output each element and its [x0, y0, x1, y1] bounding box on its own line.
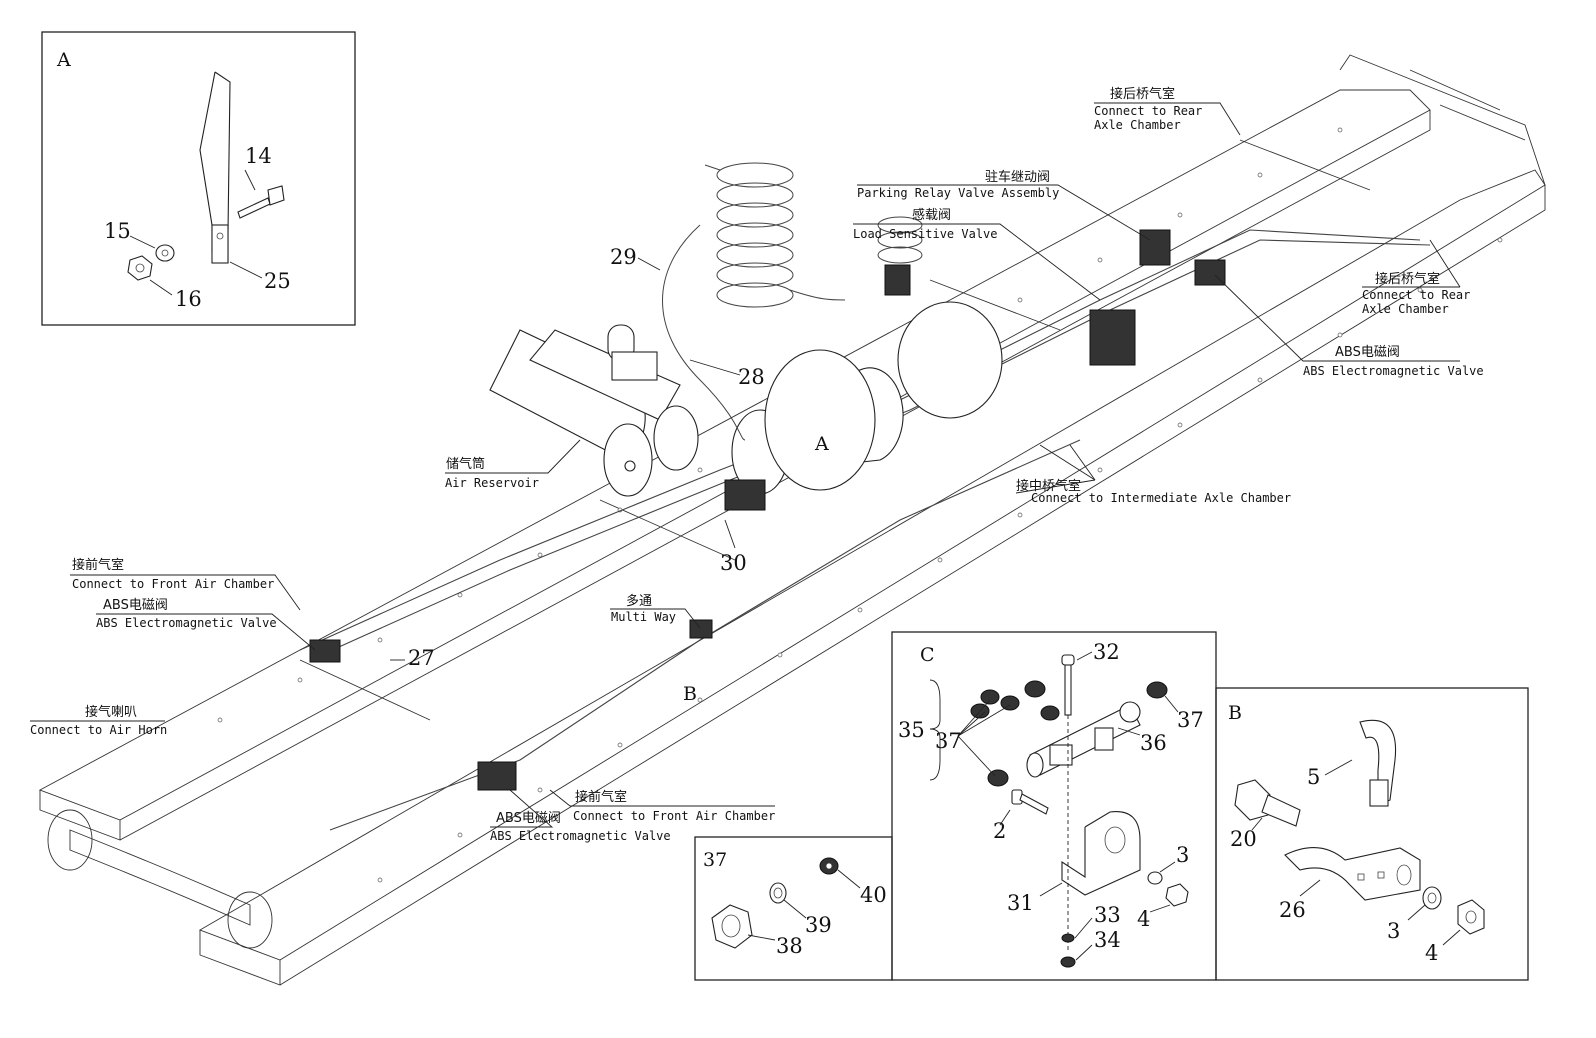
part-number-40: 40	[860, 883, 887, 907]
part-number-3-b: 3	[1387, 919, 1400, 943]
callout-abs-right-zh: ABS电磁阀	[1335, 345, 1400, 360]
part-number-30: 30	[720, 551, 747, 575]
callout-front-chamber-bottom-zh: 接前气室	[575, 789, 627, 805]
callouts: 接后桥气室 Connect to Rear Axle Chamber 驻车继动阀…	[30, 86, 1484, 843]
part-number-16: 16	[175, 287, 202, 311]
part-number-4-c: 4	[1137, 907, 1150, 931]
part-number-15: 15	[104, 219, 131, 243]
view-marker-b: B	[683, 683, 697, 705]
callout-air-horn-en: Connect to Air Horn	[30, 723, 167, 737]
part-number-37-right: 37	[1177, 708, 1204, 732]
part-number-2: 2	[993, 819, 1006, 843]
detail-box-a: A 14 15 16 25	[41, 31, 356, 326]
callout-abs-bottom-zh: ABS电磁阀	[496, 811, 561, 826]
part-number-20: 20	[1230, 827, 1257, 851]
callout-rear-axle-right-en2: Axle Chamber	[1362, 302, 1449, 316]
callout-rear-axle-top-en2: Axle Chamber	[1094, 118, 1181, 132]
callout-rear-axle-right-en1: Connect to Rear	[1362, 288, 1470, 302]
part-number-25: 25	[264, 269, 291, 293]
part-number-5: 5	[1307, 765, 1320, 789]
air-reservoir-group	[489, 301, 1003, 497]
callout-multi-way-zh: 多通	[626, 593, 652, 609]
part-number-36: 36	[1140, 731, 1167, 755]
callout-air-horn-zh: 接气喇叭	[85, 704, 137, 720]
detail-box-c: C 32 35 37 37 36 2	[891, 631, 1217, 981]
callout-front-chamber-left-en: Connect to Front Air Chamber	[72, 577, 274, 591]
part-number-3-c: 3	[1176, 843, 1189, 867]
callout-abs-left-en: ABS Electromagnetic Valve	[96, 616, 277, 630]
callout-load-sensitive-zh: 感载阀	[912, 207, 951, 223]
part-number-31: 31	[1007, 891, 1034, 915]
part-number-4-b: 4	[1425, 941, 1438, 965]
detail-box-b-label: B	[1228, 702, 1242, 724]
callout-rear-axle-top-en1: Connect to Rear	[1094, 104, 1202, 118]
callout-front-chamber-left-zh: 接前气室	[72, 557, 124, 573]
callout-parking-relay-en: Parking Relay Valve Assembly	[857, 186, 1059, 200]
detail-box-a-label: A	[56, 49, 71, 71]
part-number-29: 29	[610, 245, 637, 269]
callout-load-sensitive-en: Load Sensitive Valve	[853, 227, 998, 241]
callout-abs-left-zh: ABS电磁阀	[103, 598, 168, 613]
chassis-frame	[38, 54, 1546, 986]
callout-air-reservoir-en: Air Reservoir	[445, 476, 539, 490]
part-number-28: 28	[738, 365, 765, 389]
callout-abs-bottom-en: ABS Electromagnetic Valve	[490, 829, 671, 843]
part-number-39: 39	[805, 913, 832, 937]
part-number-34: 34	[1094, 928, 1121, 952]
part-number-37-left: 37	[935, 729, 962, 753]
part-number-38: 38	[776, 934, 803, 958]
callout-rear-axle-top-zh: 接后桥气室	[1110, 86, 1175, 102]
detail-box-b: B 5 20 26 3 4	[1215, 687, 1529, 981]
detail-box-37: 37 40 39 38	[694, 836, 893, 981]
part-number-14: 14	[245, 144, 272, 168]
detail-box-c-label: C	[920, 644, 935, 666]
detail-box-37-label: 37	[703, 849, 727, 871]
callout-abs-right-en: ABS Electromagnetic Valve	[1303, 364, 1484, 378]
view-marker-a: A	[814, 433, 829, 455]
part-number-35: 35	[898, 718, 925, 742]
main-part-numbers: 29 28 30 27 A B	[390, 245, 829, 705]
part-number-27: 27	[408, 646, 435, 670]
coiled-hose	[662, 162, 923, 441]
valve-components	[309, 229, 1226, 791]
part-number-32: 32	[1093, 640, 1120, 664]
callout-parking-relay-zh: 驻车继动阀	[985, 169, 1050, 185]
part-number-26: 26	[1279, 898, 1306, 922]
callout-air-reservoir-zh: 储气筒	[446, 456, 485, 472]
part-number-33: 33	[1094, 903, 1121, 927]
callout-rear-axle-right-zh: 接后桥气室	[1375, 271, 1440, 287]
callout-front-chamber-bottom-en: Connect to Front Air Chamber	[573, 809, 775, 823]
callout-multi-way-en: Multi Way	[611, 610, 676, 624]
callout-intermediate-en: Connect to Intermediate Axle Chamber	[1031, 491, 1291, 505]
